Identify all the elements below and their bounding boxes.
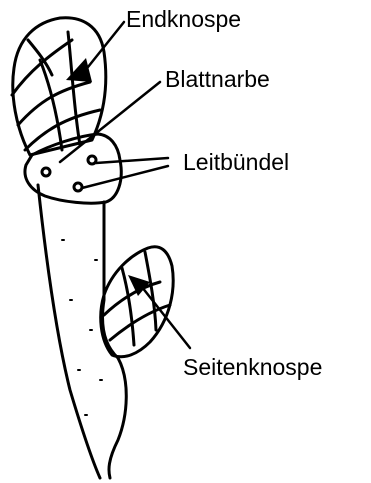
leitbuendel-leader-2 bbox=[82, 166, 168, 188]
label-leitbuendel: Leitbündel bbox=[183, 151, 289, 174]
twig-stem bbox=[38, 185, 126, 478]
label-seitenknospe: Seitenknospe bbox=[183, 356, 322, 379]
leitbuendel-leader-1 bbox=[96, 158, 168, 163]
vascular-bundle-dot bbox=[42, 168, 50, 176]
vascular-bundle-dot bbox=[74, 183, 82, 191]
lateral-bud bbox=[101, 247, 173, 357]
label-blattnarbe: Blattnarbe bbox=[165, 68, 270, 91]
label-endknospe: Endknospe bbox=[126, 8, 241, 31]
